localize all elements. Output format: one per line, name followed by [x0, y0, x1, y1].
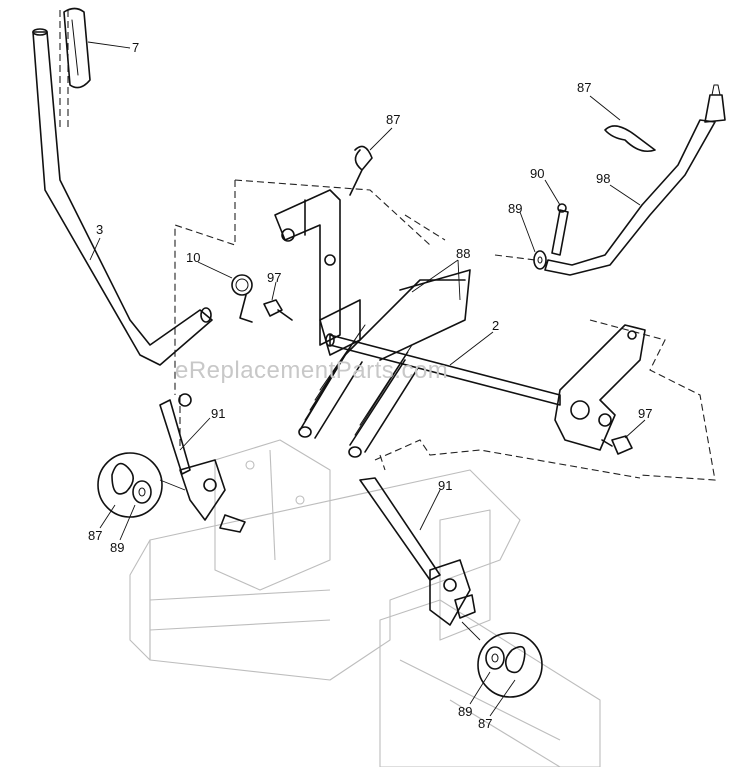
callout-98: 98	[596, 171, 610, 186]
callout-89-right-inset: 89	[458, 704, 472, 719]
callout-89-left-inset: 89	[110, 540, 124, 555]
callout-labels: 7 3 10 97 87 88 2 97 87 90 89 98 91 87 8…	[88, 40, 652, 731]
callout-89-right: 89	[508, 201, 522, 216]
callout-2: 2	[492, 318, 499, 333]
watermark-text: eReplacementParts.com	[175, 357, 448, 384]
hairpin-clip-top	[349, 145, 373, 196]
torsion-spring	[231, 274, 253, 323]
callout-88: 88	[456, 246, 470, 261]
assembly-outline	[59, 10, 716, 481]
link-rod-left	[159, 393, 246, 533]
mower-deck-ghost	[129, 439, 601, 767]
left-detail-inset	[97, 452, 186, 518]
callout-87-right: 87	[577, 80, 591, 95]
callout-91-left: 91	[211, 406, 225, 421]
lever-grip	[63, 7, 91, 89]
lift-lever	[32, 28, 213, 366]
bolt-right	[601, 435, 633, 455]
lift-shaft	[325, 333, 561, 406]
link-rod-right	[359, 477, 476, 626]
right-detail-inset	[461, 621, 543, 698]
callout-97-right: 97	[638, 406, 652, 421]
callout-87-right-inset: 87	[478, 716, 492, 731]
callout-10: 10	[186, 250, 200, 265]
callout-90: 90	[530, 166, 544, 181]
callout-87-top: 87	[386, 112, 400, 127]
callout-87-left-inset: 87	[88, 528, 102, 543]
leader-lines	[87, 41, 646, 531]
callout-97-left: 97	[267, 270, 281, 285]
lift-rod	[544, 84, 726, 276]
inset-leaders	[99, 504, 516, 717]
extension-springs	[298, 269, 471, 458]
callout-3: 3	[96, 222, 103, 237]
lift-bracket	[274, 189, 361, 356]
right-lift-arm	[554, 324, 646, 451]
callout-91-right: 91	[438, 478, 452, 493]
callout-7: 7	[132, 40, 139, 55]
cotter-pin	[551, 203, 569, 256]
hairpin-clip-right	[604, 125, 656, 153]
washer-right-top	[533, 250, 547, 270]
bolt-left	[263, 299, 293, 321]
